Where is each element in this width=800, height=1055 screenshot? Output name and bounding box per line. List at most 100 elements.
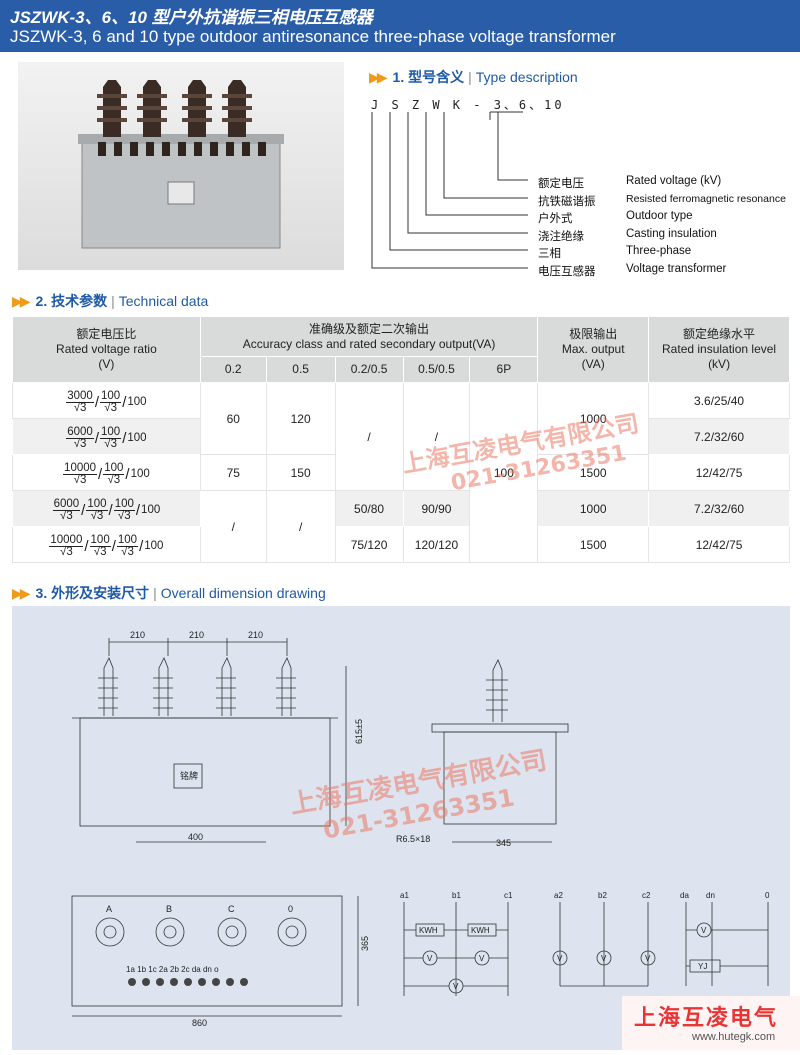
sub-header: 0.5 [265, 356, 336, 383]
dimension-drawing: 210 210 210 铭牌 400 615±5 R6.5×18 345 [12, 606, 790, 1050]
term-c1: c1 [504, 891, 513, 900]
cell: 75/120 [334, 526, 404, 563]
voltmeter: V [645, 954, 651, 963]
sub-header: 0.5/0.5 [402, 356, 471, 383]
phase-c: C [228, 904, 235, 914]
side-view [431, 659, 569, 843]
sub-header: 0.2/0.5 [334, 356, 404, 383]
cell: 1500 [537, 454, 650, 491]
table-row: 100003/1003/1003/100 75/120 120/120 1500… [12, 526, 790, 563]
dim-615: 615±5 [354, 719, 364, 744]
relay-yj: YJ [698, 962, 707, 971]
cell: 150 [265, 454, 336, 491]
desc-en-5: Three-phase [626, 245, 692, 257]
desc-cn-2: 抗铁磁谐振 [538, 196, 596, 208]
cell: 7.2/32/60 [648, 490, 790, 527]
cell: 50/80 [334, 490, 404, 527]
desc-cn-6: 电压互感器 [538, 266, 596, 278]
nameplate-label: 铭牌 [180, 770, 198, 781]
voltmeter: V [427, 954, 433, 963]
cell: 12/42/75 [648, 454, 790, 491]
cell: 120 [265, 382, 336, 455]
voltmeter: V [479, 954, 485, 963]
desc-en-2: Resisted ferromagnetic resonance [626, 193, 786, 205]
sub-header: 6P [469, 356, 539, 383]
model-tree-lines [371, 111, 528, 269]
section-technical-data: ▶▶2. 技术参数|Technical data [12, 293, 209, 309]
page-header: JSZWK-3、6、10 型户外抗谐振三相电压互感器 JSZWK-3, 6 an… [0, 0, 800, 52]
circuit-metering [403, 902, 509, 996]
voltmeter: V [701, 926, 707, 935]
voltmeter: V [601, 954, 607, 963]
voltmeter: V [453, 982, 459, 991]
term-dn: dn [706, 891, 715, 900]
product-photo [18, 62, 344, 270]
dim-210-3: 210 [248, 630, 263, 640]
desc-cn-4: 浇注绝缘 [538, 231, 584, 243]
dim-210-2: 210 [189, 630, 204, 640]
kwh-meter-2: KWH [471, 926, 490, 935]
table-row: 100003/1003/100 75 150 1500 12/42/75 [12, 454, 790, 491]
title-cn: JSZWK-3、6、10 型户外抗谐振三相电压互感器 [10, 8, 373, 27]
section-type-description: ▶▶1. 型号含义|Type description [369, 69, 578, 85]
dim-400: 400 [188, 832, 203, 842]
term-da: da [680, 891, 689, 900]
title-en: JSZWK-3, 6 and 10 type outdoor antireson… [10, 27, 616, 46]
cell: 120/120 [402, 526, 471, 563]
voltmeter: V [557, 954, 563, 963]
desc-cn-1: 额定电压 [538, 178, 584, 190]
table-row: 60003/1003/1003/100 / / 50/80 90/90 1000… [12, 490, 790, 563]
desc-en-1: Rated voltage (kV) [626, 175, 722, 187]
phase-a: A [106, 904, 112, 914]
dim-r: R6.5×18 [396, 834, 430, 844]
front-view [72, 638, 347, 843]
term-a1: a1 [400, 891, 409, 900]
term-a2: a2 [554, 891, 563, 900]
desc-en-6: Voltage transformer [626, 263, 727, 275]
term-b1: b1 [452, 891, 461, 900]
cell: 12/42/75 [648, 526, 790, 563]
cell: 75 [199, 454, 267, 491]
term-0: 0 [765, 891, 770, 900]
cell: 7.2/32/60 [648, 418, 790, 455]
cell: 1000 [537, 490, 650, 527]
desc-cn-3: 户外式 [538, 213, 573, 225]
cell: 60 [199, 382, 267, 455]
phase-b: B [166, 904, 172, 914]
desc-en-3: Outdoor type [626, 210, 693, 222]
cell: / [334, 382, 404, 491]
cell: 1000 [537, 382, 650, 455]
section-dimension-drawing: ▶▶3. 外形及安装尺寸|Overall dimension drawing [12, 585, 326, 601]
table-row: 60003/1003/100 7.2/32/60 [12, 418, 790, 455]
phase-0: 0 [288, 904, 293, 914]
cell: / [199, 490, 267, 563]
desc-cn-5: 三相 [538, 248, 561, 260]
cell: / [265, 490, 336, 563]
kwh-meter-1: KWH [419, 926, 438, 935]
terminal-labels: 1a 1b 1c 2a 2b 2c da dn o [126, 965, 219, 974]
desc-en-4: Casting insulation [626, 228, 717, 240]
arrow-icon: ▶▶ [12, 293, 30, 309]
top-view [71, 895, 359, 1017]
model-code: J S Z W K - 3、6、10 [371, 98, 565, 112]
sub-header: 0.2 [199, 356, 267, 383]
dim-210-1: 210 [130, 630, 145, 640]
arrow-icon: ▶▶ [12, 585, 30, 601]
dim-860: 860 [192, 1018, 207, 1028]
company-logo: 上海互凌电气 www.hutegk.com [622, 996, 800, 1050]
dim-345: 345 [496, 838, 511, 848]
table-row: 30003/1003/100 60 120 / / 100 1000 3.6/2… [12, 382, 790, 563]
circuit-protection [552, 902, 769, 987]
arrow-icon: ▶▶ [369, 69, 387, 85]
term-c2: c2 [642, 891, 651, 900]
cell: 1500 [537, 526, 650, 563]
cell: / [402, 382, 471, 491]
cell: 3.6/25/40 [648, 382, 790, 419]
dim-365: 365 [360, 936, 370, 951]
cell: 90/90 [402, 490, 471, 527]
